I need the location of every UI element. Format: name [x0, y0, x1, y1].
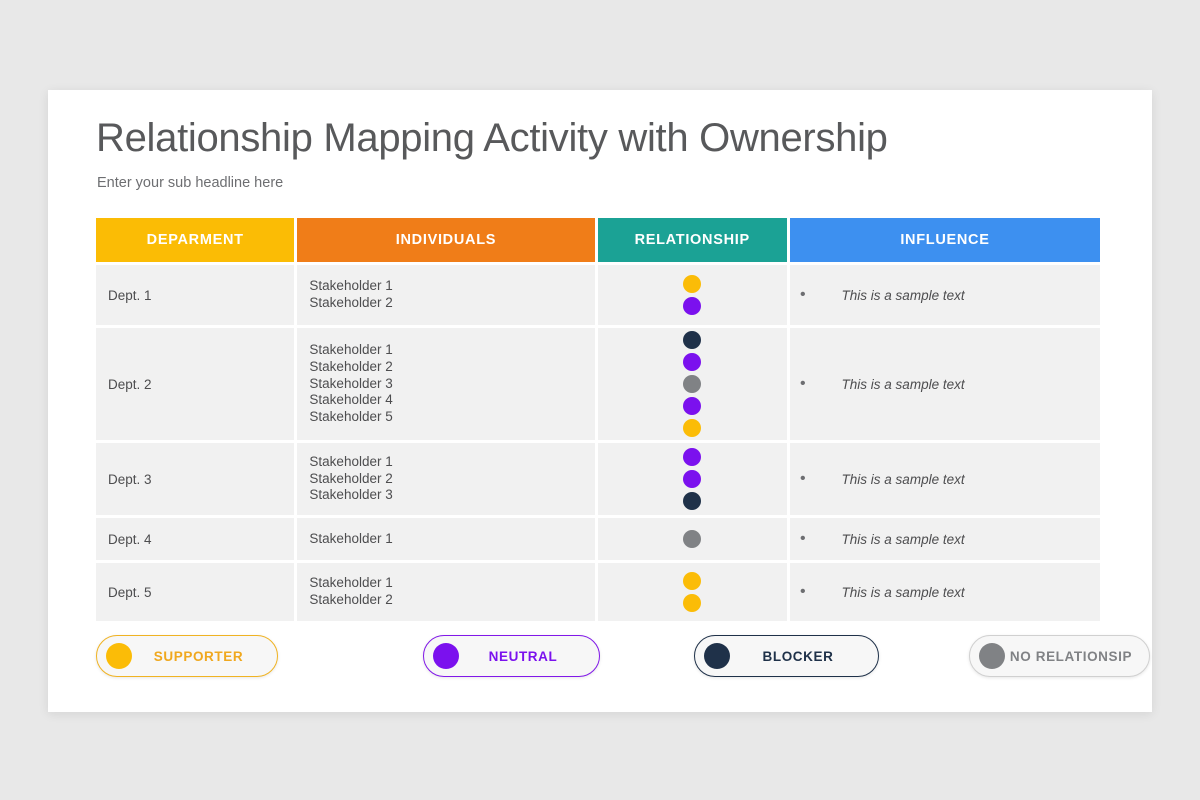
- relationship-dot-neutral-icon[interactable]: [683, 470, 702, 488]
- cell-department: Dept. 3: [96, 443, 295, 515]
- stakeholder-label: Stakeholder 3: [309, 375, 393, 391]
- legend-dot-no-relationship-icon: [979, 643, 1005, 669]
- legend-label: NEUTRAL: [488, 648, 558, 664]
- relationship-table: DEPARMENT INDIVIDUALS RELATIONSHIP INFLU…: [96, 218, 1100, 621]
- legend-pill-no-relationship[interactable]: NO RELATIONSIP: [969, 635, 1150, 677]
- stakeholder-label: Stakeholder 1: [309, 453, 393, 469]
- relationship-dot-supporter-icon[interactable]: [683, 419, 702, 437]
- influence-text: This is a sample text: [841, 471, 965, 487]
- legend-label: BLOCKER: [762, 648, 834, 664]
- cell-influence: • This is a sample text: [789, 563, 1100, 621]
- stakeholder-label: Stakeholder 1: [309, 575, 393, 591]
- stakeholder-label: Stakeholder 2: [309, 592, 393, 607]
- bullet-icon: •: [799, 470, 806, 487]
- cell-department: Dept. 2: [96, 328, 295, 440]
- bullet-icon: •: [799, 286, 806, 303]
- influence-text: This is a sample text: [841, 287, 965, 303]
- relationship-dot-neutral-icon[interactable]: [683, 353, 702, 371]
- relationship-dot-no-relationship-icon[interactable]: [683, 530, 702, 548]
- relationship-dot-no-relationship-icon[interactable]: [683, 375, 702, 393]
- bullet-icon: •: [799, 583, 806, 600]
- cell-relationship: [597, 328, 787, 440]
- legend-dot-blocker-icon: [704, 643, 730, 669]
- stakeholder-label: Stakeholder 2: [309, 358, 393, 374]
- cell-influence: • This is a sample text: [789, 443, 1100, 515]
- relationship-legend: SUPPORTER NEUTRAL BLOCKER NO RELATIONSIP: [96, 635, 1150, 681]
- stakeholder-label: Stakeholder 3: [309, 487, 393, 503]
- stakeholder-label: Stakeholder 2: [309, 295, 393, 310]
- legend-pill-supporter[interactable]: SUPPORTER: [96, 635, 278, 677]
- legend-dot-neutral-icon: [433, 643, 459, 669]
- page-title: Relationship Mapping Activity with Owner…: [96, 116, 888, 160]
- influence-text: This is a sample text: [841, 531, 965, 547]
- cell-relationship: [597, 563, 787, 621]
- legend-label: NO RELATIONSIP: [1009, 648, 1133, 664]
- cell-department: Dept. 4: [96, 518, 295, 560]
- stakeholder-label: Stakeholder 5: [309, 409, 393, 425]
- table-row[interactable]: Dept. 4 Stakeholder 1 • This is a sample te…: [96, 518, 1100, 560]
- bullet-icon: •: [799, 530, 806, 547]
- column-header-department[interactable]: DEPARMENT: [96, 218, 295, 262]
- column-header-individuals[interactable]: INDIVIDUALS: [297, 218, 595, 262]
- cell-department: Dept. 5: [96, 563, 295, 621]
- slide-card: Relationship Mapping Activity with Owner…: [48, 90, 1152, 712]
- relationship-dot-blocker-icon[interactable]: [683, 331, 702, 349]
- relationship-dot-supporter-icon[interactable]: [683, 594, 702, 612]
- cell-relationship: [597, 518, 787, 560]
- relationship-dot-supporter-icon[interactable]: [683, 572, 702, 590]
- legend-dot-supporter-icon: [106, 643, 132, 669]
- stakeholder-label: Stakeholder 2: [309, 470, 393, 486]
- influence-text: This is a sample text: [841, 376, 965, 392]
- relationship-dot-neutral-icon[interactable]: [683, 397, 702, 415]
- column-header-influence[interactable]: INFLUENCE: [789, 218, 1100, 262]
- relationship-dot-neutral-icon[interactable]: [683, 297, 702, 315]
- cell-influence: • This is a sample text: [789, 328, 1100, 440]
- column-header-relationship[interactable]: RELATIONSHIP: [597, 218, 787, 262]
- relationship-dot-neutral-icon[interactable]: [683, 448, 702, 466]
- legend-pill-neutral[interactable]: NEUTRAL: [423, 635, 600, 677]
- cell-relationship: [597, 443, 787, 515]
- bullet-icon: •: [799, 375, 806, 392]
- stakeholder-label: Stakeholder 1: [309, 278, 393, 294]
- page-subtitle: Enter your sub headline here: [97, 175, 284, 191]
- cell-influence: • This is a sample text: [789, 518, 1100, 560]
- legend-label: SUPPORTER: [153, 648, 244, 664]
- stakeholder-label: Stakeholder 1: [309, 342, 393, 358]
- relationship-dot-supporter-icon[interactable]: [683, 275, 702, 293]
- legend-pill-blocker[interactable]: BLOCKER: [694, 635, 879, 677]
- influence-text: This is a sample text: [841, 584, 965, 600]
- cell-individuals: Stakeholder 1: [297, 518, 595, 560]
- stakeholder-label: Stakeholder 1: [309, 530, 393, 546]
- cell-relationship: [597, 265, 787, 325]
- relationship-dot-blocker-icon[interactable]: [683, 492, 702, 510]
- cell-influence: • This is a sample text: [789, 265, 1100, 325]
- stakeholder-label: Stakeholder 4: [309, 392, 393, 408]
- table-header-row: DEPARMENT INDIVIDUALS RELATIONSHIP INFLU…: [96, 218, 1100, 262]
- cell-department: Dept. 1: [96, 265, 295, 325]
